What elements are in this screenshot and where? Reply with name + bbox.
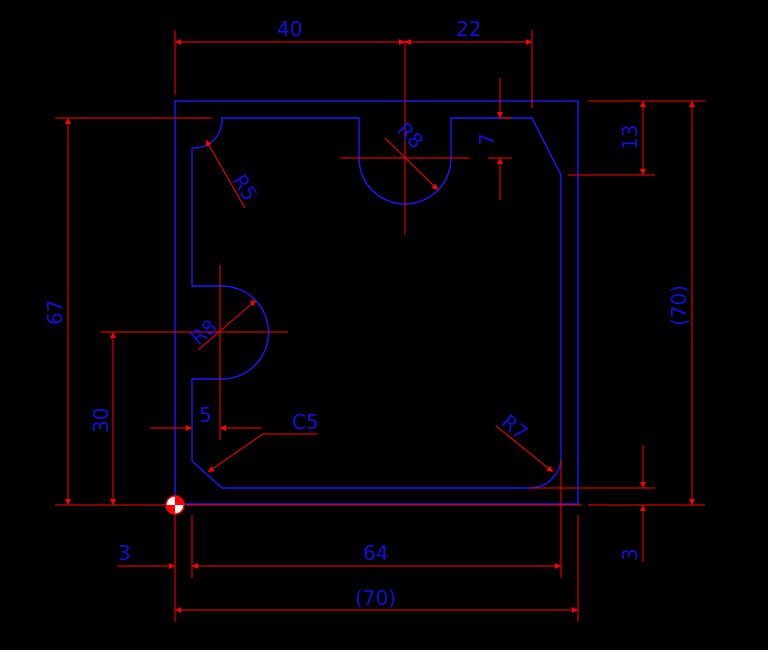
dim-text-30: 30 xyxy=(89,408,113,433)
dim-text-22: 22 xyxy=(456,17,481,41)
dim-text-64: 64 xyxy=(363,541,388,565)
dim-text-7: 7 xyxy=(475,133,499,146)
dimension-texts: 40 22 7 13 (70) 67 30 3 3 64 (70) 5 C5 R… xyxy=(43,17,691,610)
dim-text-3-right: 3 xyxy=(618,548,642,561)
center-lines xyxy=(100,40,470,440)
dim-text-13: 13 xyxy=(618,125,642,150)
leader-r5 xyxy=(205,139,246,209)
dim-text-67: 67 xyxy=(43,300,67,325)
leader-r7 xyxy=(495,425,554,473)
dimension-lines xyxy=(65,39,695,613)
radius-text-r8-top: R8 xyxy=(392,118,428,154)
origin-marker xyxy=(165,495,185,515)
outer-rectangle xyxy=(174,100,579,505)
radius-text-r7: R7 xyxy=(497,409,533,444)
dim-text-5: 5 xyxy=(199,403,212,427)
dim-text-70-vertical: (70) xyxy=(667,285,691,326)
dim-text-70-horizontal: (70) xyxy=(355,586,396,610)
radius-text-r5: R5 xyxy=(228,170,262,205)
extension-lines xyxy=(55,30,705,622)
leader-r8-left xyxy=(197,299,257,351)
radius-text-r8-left: R8 xyxy=(186,314,222,349)
chamfer-text-c5: C5 xyxy=(292,410,319,434)
dim-text-40: 40 xyxy=(277,17,302,41)
dim-text-3-bottom: 3 xyxy=(118,541,131,565)
leader-r8-top xyxy=(384,137,439,191)
